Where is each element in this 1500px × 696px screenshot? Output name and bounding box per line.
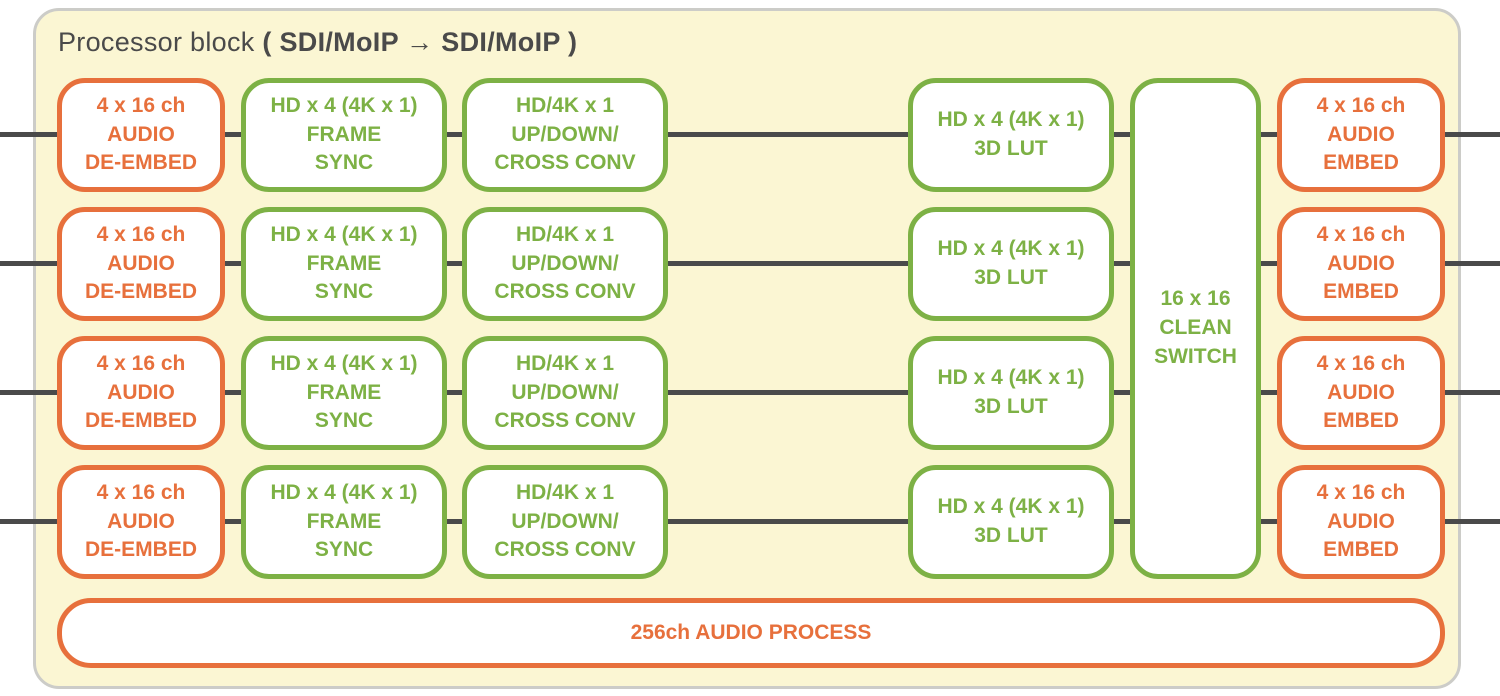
audio-process-bar: 256ch AUDIO PROCESS	[57, 598, 1445, 668]
audio-embed-block: 4 x 16 ch AUDIO EMBED	[1277, 336, 1445, 450]
audio-embed-block: 4 x 16 ch AUDIO EMBED	[1277, 78, 1445, 192]
up-down-cross-conv-block: HD/4K x 1 UP/DOWN/ CROSS CONV	[462, 465, 668, 579]
signal-line-row4	[0, 519, 1500, 524]
frame-sync-block: HD x 4 (4K x 1) FRAME SYNC	[241, 78, 447, 192]
audio-embed-block: 4 x 16 ch AUDIO EMBED	[1277, 465, 1445, 579]
audio-de-embed-block: 4 x 16 ch AUDIO DE-EMBED	[57, 207, 225, 321]
audio-de-embed-block: 4 x 16 ch AUDIO DE-EMBED	[57, 78, 225, 192]
3d-lut-block: HD x 4 (4K x 1) 3D LUT	[908, 465, 1114, 579]
title-text: Processor block	[58, 27, 263, 57]
up-down-cross-conv-block: HD/4K x 1 UP/DOWN/ CROSS CONV	[462, 336, 668, 450]
frame-sync-block: HD x 4 (4K x 1) FRAME SYNC	[241, 465, 447, 579]
3d-lut-block: HD x 4 (4K x 1) 3D LUT	[908, 207, 1114, 321]
title-io-path: ( SDI/MoIP → SDI/MoIP )	[262, 27, 578, 57]
frame-sync-block: HD x 4 (4K x 1) FRAME SYNC	[241, 336, 447, 450]
audio-de-embed-block: 4 x 16 ch AUDIO DE-EMBED	[57, 465, 225, 579]
clean-switch-block: 16 x 16 CLEAN SWITCH	[1130, 78, 1261, 579]
signal-line-row3	[0, 390, 1500, 395]
diagram-title: Processor block ( SDI/MoIP → SDI/MoIP )	[58, 27, 577, 58]
3d-lut-block: HD x 4 (4K x 1) 3D LUT	[908, 336, 1114, 450]
frame-sync-block: HD x 4 (4K x 1) FRAME SYNC	[241, 207, 447, 321]
3d-lut-block: HD x 4 (4K x 1) 3D LUT	[908, 78, 1114, 192]
up-down-cross-conv-block: HD/4K x 1 UP/DOWN/ CROSS CONV	[462, 78, 668, 192]
audio-embed-block: 4 x 16 ch AUDIO EMBED	[1277, 207, 1445, 321]
audio-de-embed-block: 4 x 16 ch AUDIO DE-EMBED	[57, 336, 225, 450]
signal-line-row2	[0, 261, 1500, 266]
up-down-cross-conv-block: HD/4K x 1 UP/DOWN/ CROSS CONV	[462, 207, 668, 321]
signal-line-row1	[0, 132, 1500, 137]
